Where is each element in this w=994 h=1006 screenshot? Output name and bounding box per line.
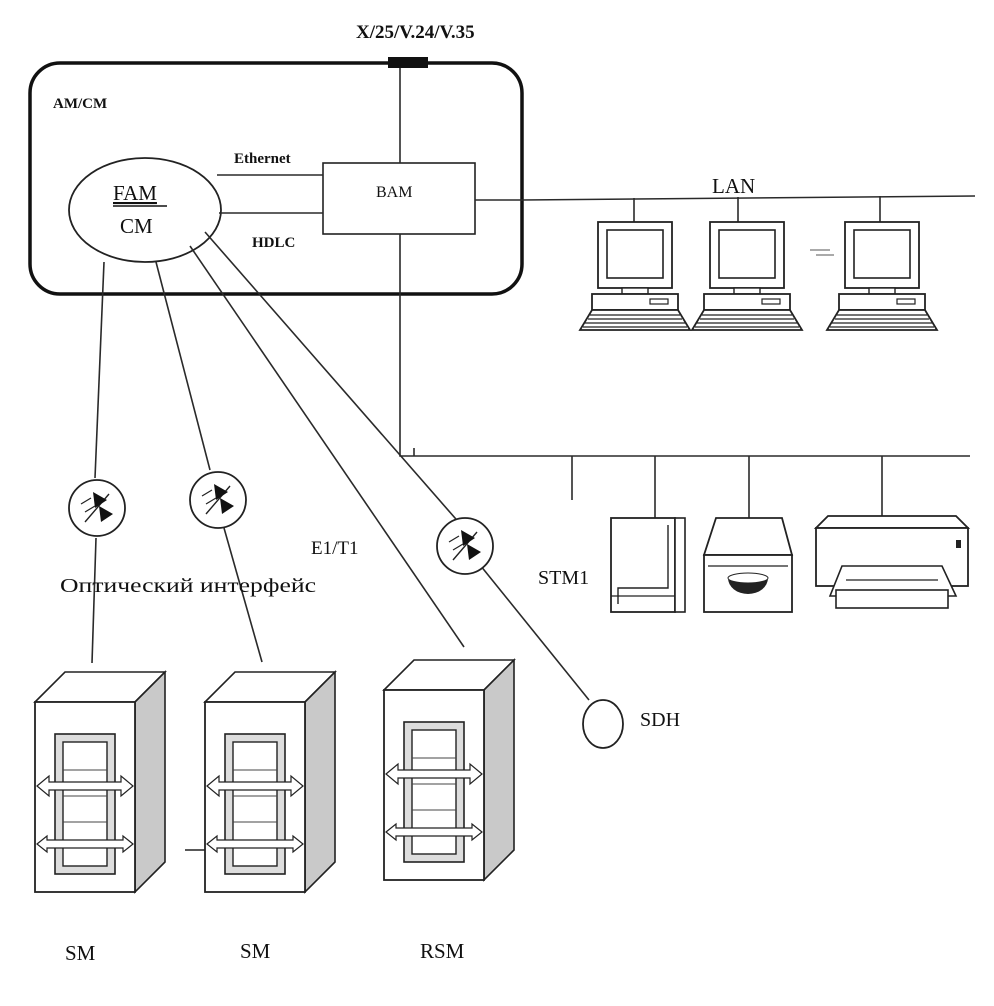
disk-drive-icon	[702, 517, 794, 613]
workstation-icon	[826, 221, 938, 331]
optical-converter-icon	[436, 517, 494, 575]
stm1-label: STM1	[538, 567, 589, 589]
tape-drive-icon	[610, 517, 686, 613]
sdh-node	[582, 699, 624, 749]
lan-label: LAN	[712, 174, 755, 198]
cm-label: CM	[120, 214, 153, 238]
printer-icon	[813, 515, 971, 609]
fam-cm-module	[68, 157, 222, 263]
hdlc-label: HDLC	[252, 235, 295, 251]
module-cabinet-icon	[34, 671, 166, 893]
module-cabinet-icon	[204, 671, 336, 893]
e1t1-label: E1/T1	[311, 538, 359, 559]
interface-connector	[388, 57, 428, 68]
module-cabinet-icon	[383, 659, 515, 881]
workstation-icon	[691, 221, 803, 331]
ethernet-label: Ethernet	[234, 151, 291, 167]
am-cm-label: AM/CM	[53, 96, 107, 112]
sm-label-2: SM	[240, 939, 271, 963]
sdh-label: SDH	[640, 709, 680, 731]
optical-converter-icon	[68, 479, 126, 537]
sm-label-1: SM	[65, 941, 96, 965]
bam-label: BAM	[376, 184, 412, 201]
optical-converter-icon	[189, 471, 247, 529]
am-cm-frame	[28, 61, 524, 296]
workstation-icon	[579, 221, 691, 331]
fam-label: FAM	[113, 181, 157, 205]
optical-interface-label: Оптический интерфейс	[60, 575, 316, 597]
bam-box	[322, 162, 476, 235]
rsm-label: RSM	[420, 939, 465, 963]
interface-label: X/25/V.24/V.35	[356, 22, 475, 43]
